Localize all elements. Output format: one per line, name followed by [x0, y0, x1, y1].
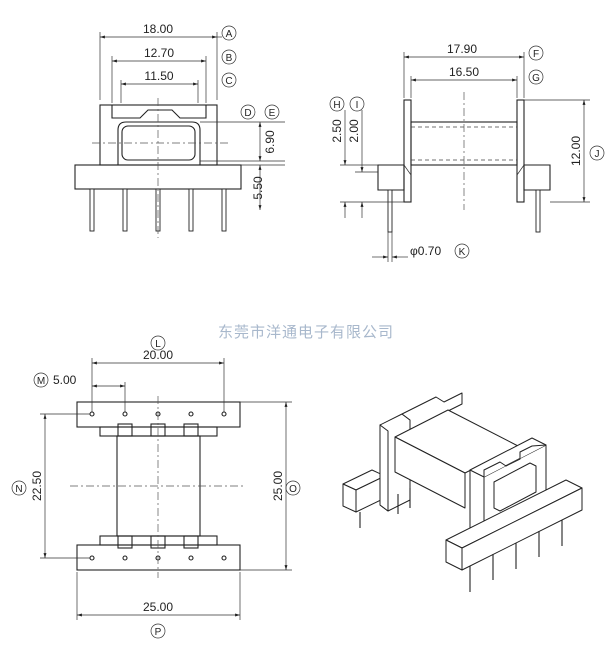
dim-k-value: φ0.70: [410, 244, 441, 258]
dim-p-value: 25.00: [143, 600, 173, 614]
svg-text:A: A: [226, 29, 233, 40]
side-body: [410, 121, 518, 166]
label-d: D: [240, 104, 256, 120]
svg-text:G: G: [532, 73, 540, 84]
svg-text:N: N: [15, 484, 22, 495]
dim-j-value: 12.00: [569, 136, 583, 166]
front-flange-notch: [111, 105, 207, 119]
svg-text:J: J: [595, 149, 600, 160]
svg-text:M: M: [37, 376, 45, 387]
top-view-lower-base: [76, 544, 241, 571]
dim-i-value: 2.00: [347, 119, 361, 143]
dim-n-value: 22.50: [30, 471, 44, 501]
label-i: I: [349, 96, 365, 112]
svg-text:C: C: [225, 76, 232, 87]
dim-g-value: 16.50: [449, 65, 479, 79]
svg-text:D: D: [244, 108, 251, 119]
label-j: J: [589, 145, 605, 161]
iso-front-pins: [469, 520, 563, 592]
svg-text:I: I: [356, 100, 359, 111]
front-core-window: [117, 121, 201, 165]
isometric-view: [342, 392, 583, 592]
label-o: O: [285, 480, 301, 496]
side-pin-right: [535, 189, 541, 233]
svg-text:O: O: [289, 484, 297, 495]
label-g: G: [528, 69, 544, 85]
label-m: M: [33, 372, 49, 388]
label-a: A: [217, 25, 237, 41]
label-n: N: [11, 480, 27, 496]
label-c: C: [221, 72, 237, 88]
side-left-flange: [403, 99, 412, 203]
label-f: F: [528, 45, 544, 61]
dim-h-value: 2.50: [330, 119, 344, 143]
dim-b-value: 12.70: [144, 46, 174, 60]
dim-d-value: 6.90: [263, 130, 277, 154]
svg-text:H: H: [333, 100, 340, 111]
side-right-flange: [516, 99, 525, 203]
side-pin-left: [387, 189, 393, 233]
svg-text:L: L: [155, 339, 161, 350]
top-view-upper-base: [76, 401, 241, 428]
label-h: H: [329, 96, 345, 112]
svg-text:B: B: [226, 53, 233, 64]
svg-text:K: K: [459, 247, 466, 258]
svg-text:E: E: [269, 108, 276, 119]
front-view: 18.00 12.70 11.50 6.90 5.50 A B C: [74, 22, 285, 238]
label-l: L: [150, 335, 166, 351]
svg-text:F: F: [533, 49, 539, 60]
company-watermark: 东莞市洋通电子有限公司: [218, 323, 394, 341]
label-p: P: [150, 623, 166, 639]
dim-a-value: 18.00: [143, 22, 173, 36]
side-view: 17.90 16.50 F G 12.00 J 2.50 2.0: [329, 42, 605, 262]
svg-text:P: P: [155, 627, 162, 638]
dim-l-value: 20.00: [143, 348, 173, 362]
dim-c-value: 11.50: [144, 69, 173, 83]
dim-f-value: 17.90: [447, 42, 477, 56]
label-k: K: [454, 243, 470, 259]
label-e: E: [264, 104, 280, 120]
dim-o-value: 25.00: [271, 471, 285, 501]
label-b: B: [221, 49, 237, 65]
top-view: 20.00 L 5.00 M 22.50 N 25.00 O: [11, 335, 301, 639]
dim-m-value: 5.00: [53, 373, 77, 387]
dim-e-value: 5.50: [251, 176, 265, 200]
side-base-left: [377, 164, 405, 191]
side-base-right: [523, 164, 551, 191]
